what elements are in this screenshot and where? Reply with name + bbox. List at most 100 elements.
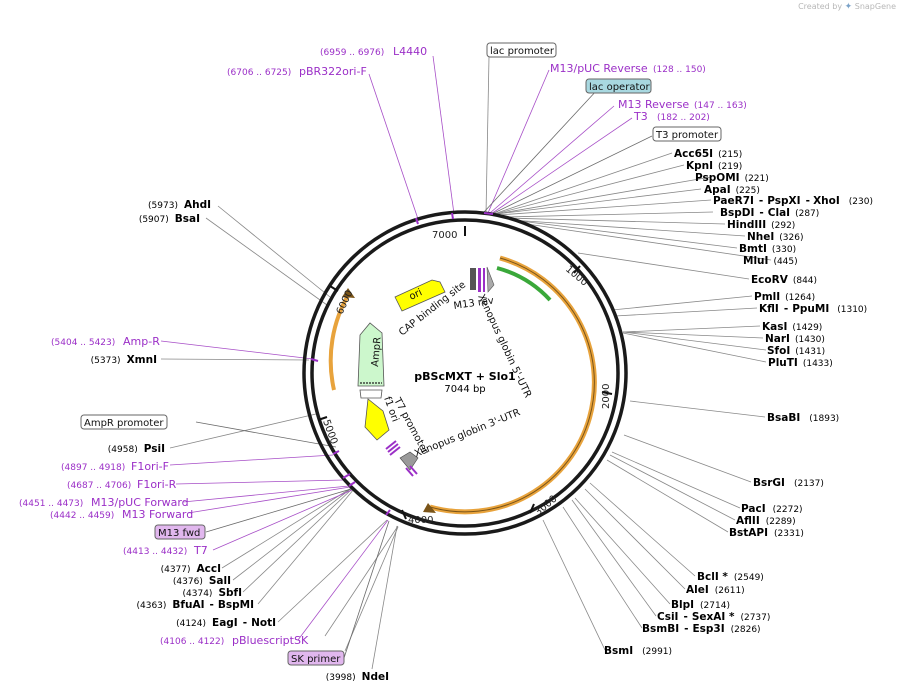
csii-label: CsiI	[657, 611, 678, 623]
mlui-label: MluI	[743, 255, 768, 267]
svg-text:SfoI(1431): SfoI(1431)	[767, 345, 825, 357]
apai-label: ApaI	[704, 184, 731, 196]
svg-text:HindIII(292): HindIII(292)	[727, 219, 795, 231]
svg-text:KflI-PpuMI(1310): KflI-PpuMI(1310)	[759, 303, 867, 315]
ori-label: ori	[408, 287, 424, 302]
f1r-range: (4687 .. 4706)	[67, 481, 131, 491]
m13-fwd-box: M13 fwd	[158, 528, 200, 539]
t7-site-markers	[385, 440, 418, 477]
pbr-range: (6706 .. 6725)	[227, 68, 291, 78]
snapgene-credit: Created by ✦ SnapGene	[798, 2, 896, 12]
lac-operator-box: lac operator	[589, 82, 650, 93]
position-ticks	[317, 226, 613, 520]
sbfi-label: SbfI	[218, 587, 242, 599]
svg-text:KpnI(219): KpnI(219)	[686, 160, 742, 172]
bfuai-label: BfuAI	[172, 599, 204, 611]
kfli-label: KflI	[759, 303, 779, 315]
m13-fwd-name: M13 Forward	[122, 508, 193, 521]
f1-ori-feature	[364, 398, 390, 441]
eagi-label: EagI	[212, 617, 238, 629]
ecorv-label: EcoRV	[751, 274, 789, 286]
lac-promoter-box: lac promoter	[490, 46, 555, 57]
svg-text:(4374)SbfI: (4374)SbfI	[183, 587, 243, 599]
boxed-labels: lac promoter lac operator T3 promoter Am…	[80, 42, 722, 666]
bsmbi-label: BsmBI	[642, 623, 679, 635]
bspdi-label: BspDI	[720, 207, 754, 219]
m13-rev-range: (147 .. 163)	[694, 101, 747, 111]
t7-range: (4413 .. 4432)	[123, 547, 187, 557]
tick-4000: 4000	[408, 515, 433, 526]
svg-text:(4377)AccI: (4377)AccI	[161, 563, 221, 575]
plasmid-size: 7044 bp	[444, 384, 485, 395]
utr-arrowhead	[423, 503, 436, 513]
m13puc-fwd-range: (4451 .. 4473)	[19, 499, 83, 509]
left-enzyme-labels: (5973)AhdI (5907)BsaI (5373)XmnI (4958)P…	[91, 199, 389, 683]
m13puc-fwd-name: M13/pUC Forward	[91, 496, 189, 509]
svg-text:PacI(2272): PacI(2272)	[741, 503, 803, 515]
credit-brand: SnapGene	[854, 2, 896, 11]
svg-text:NarI(1430): NarI(1430)	[765, 333, 825, 345]
ori-feature	[394, 279, 446, 312]
leader-lines	[160, 55, 772, 670]
pbs-range: (4106 .. 4122)	[160, 637, 224, 647]
m13puc-rev-name: M13/pUC Reverse	[550, 62, 648, 75]
m13-fwd-range: (4442 .. 4459)	[50, 511, 114, 521]
svg-text:BsmI(2991): BsmI(2991)	[604, 645, 672, 657]
ampr-primer-range: (5404 .. 5423)	[51, 338, 115, 348]
tick-7000: 7000	[432, 230, 457, 241]
ampr-promoter-box: AmpR promoter	[84, 418, 164, 429]
svg-text:BspDI-ClaI(287): BspDI-ClaI(287)	[720, 207, 819, 219]
m13puc-rev-range: (128 .. 150)	[653, 65, 706, 75]
f1r-name: F1ori-R	[137, 478, 177, 491]
svg-text:(4124)EagI-NotI: (4124)EagI-NotI	[176, 617, 276, 629]
bsai-label: BsaI	[175, 213, 200, 225]
t3-range: (182 .. 202)	[657, 113, 710, 123]
svg-text:AflII(2289): AflII(2289)	[736, 515, 796, 527]
svg-text:CsiI-SexAI *(2737): CsiI-SexAI *(2737)	[657, 611, 770, 623]
svg-text:(5973)AhdI: (5973)AhdI	[148, 199, 211, 211]
f1f-name: F1ori-F	[131, 460, 169, 473]
svg-text:(5373)XmnI: (5373)XmnI	[91, 354, 157, 366]
svg-text:KasI(1429): KasI(1429)	[762, 321, 822, 333]
t7-arrow	[399, 451, 419, 471]
xenopus-3utr-label: Xenopus globin 3'-UTR	[413, 407, 522, 460]
ndei-label: NdeI	[362, 671, 389, 683]
svg-text:PaeR7I-PspXI-XhoI(230): PaeR7I-PspXI-XhoI(230)	[713, 195, 873, 207]
tick-2000: 2000	[601, 384, 612, 409]
ampr-feature	[357, 322, 385, 399]
svg-text:BlpI(2714): BlpI(2714)	[671, 599, 730, 611]
svg-text:MluI(445): MluI(445)	[743, 255, 798, 267]
bsmi-label: BsmI	[604, 645, 633, 657]
snapgene-logo-icon: ✦	[844, 2, 853, 12]
svg-text:BmtI(330): BmtI(330)	[739, 243, 796, 255]
svg-text:(3998)NdeI: (3998)NdeI	[326, 671, 389, 683]
svg-text:PluTI(1433): PluTI(1433)	[768, 357, 833, 369]
svg-text:ApaI(225): ApaI(225)	[704, 184, 760, 196]
ampr-primer-name: Amp-R	[123, 335, 160, 348]
paci-label: PacI	[741, 503, 766, 515]
svg-text:BsmBI-Esp3I(2826): BsmBI-Esp3I(2826)	[642, 623, 761, 635]
pspomi-label: PspOMI	[695, 172, 740, 184]
t3-promoter-box: T3 promoter	[655, 130, 719, 141]
t7-name: T7	[193, 544, 208, 557]
credit-prefix: Created by	[798, 2, 843, 11]
left-utr-arc	[328, 290, 352, 391]
kasi-label: KasI	[762, 321, 787, 333]
paer7i-label: PaeR7I	[713, 195, 754, 207]
kpni-label: KpnI	[686, 160, 713, 172]
l4440-name: L4440	[393, 45, 427, 58]
bstapi-label: BstAPI	[729, 527, 768, 539]
sali-label: SalI	[209, 575, 231, 587]
sk-primer-box: SK primer	[291, 654, 341, 665]
aflii-label: AflII	[736, 515, 760, 527]
svg-text:NheI(326): NheI(326)	[747, 231, 804, 243]
svg-text:Acc65I(215): Acc65I(215)	[674, 148, 742, 160]
acc65i-label: Acc65I	[674, 148, 713, 160]
t3-name: T3	[633, 110, 648, 123]
l4440-range: (6959 .. 6976)	[320, 48, 384, 58]
green-feature-arc	[496, 266, 552, 302]
svg-text:(4958)PsiI: (4958)PsiI	[108, 443, 165, 455]
svg-text:(4376)SalI: (4376)SalI	[173, 575, 231, 587]
svg-text:BclI *(2549): BclI *(2549)	[697, 571, 764, 583]
